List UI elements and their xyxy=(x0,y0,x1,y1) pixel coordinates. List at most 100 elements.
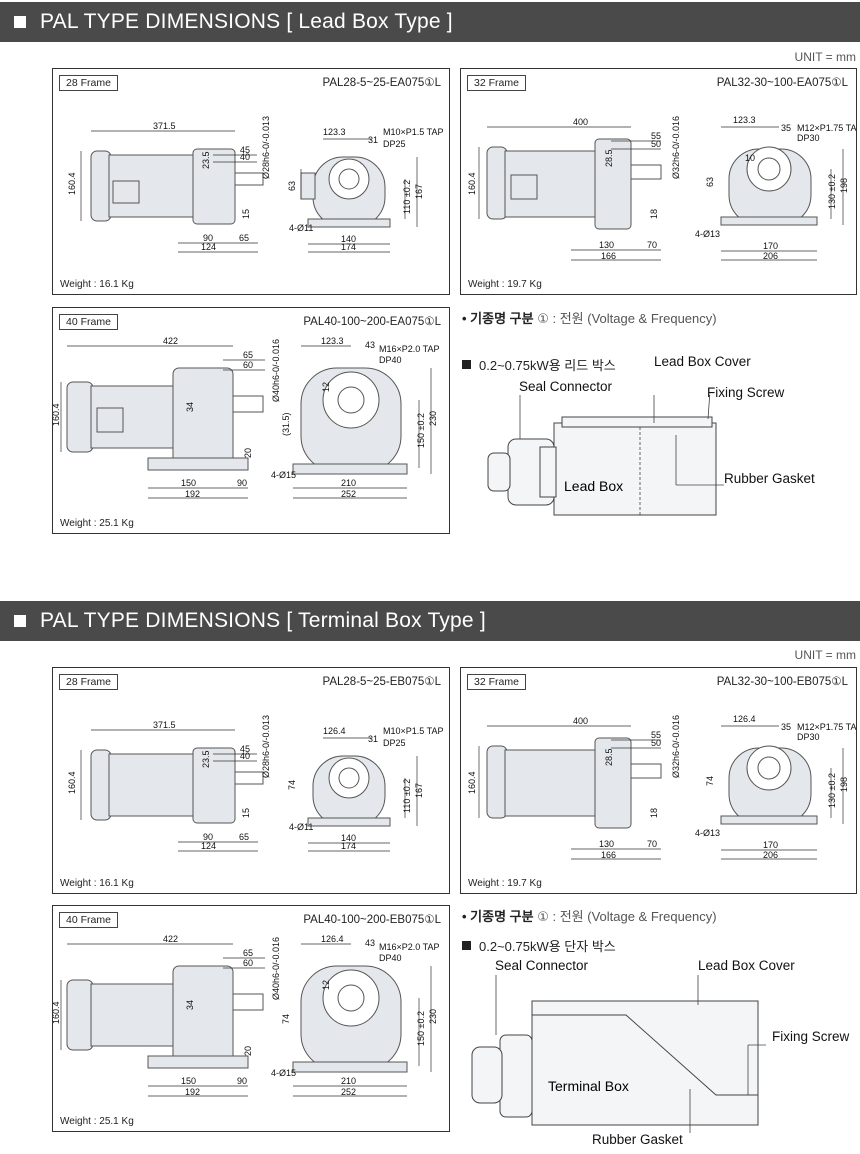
panel-40-frame: 40 Frame PAL40-100~200-EA075①L 422 65 60… xyxy=(52,307,450,534)
callout-fixing-screw: Fixing Screw xyxy=(707,385,785,400)
dim-height: 160.4 xyxy=(67,771,77,794)
note-rest: : 전원 (Voltage & Frequency) xyxy=(552,909,717,924)
dimension-drawing: 422 65 60 34 Ø40h6-0/-0.016 160.4 20 150… xyxy=(53,934,439,1097)
dim-tap: M16×P2.0 TAP xyxy=(379,942,439,952)
dimension-drawing: 400 55 50 28.5 Ø32h6-0/-0.016 160.4 18 1… xyxy=(467,714,856,860)
panel-28-frame: 28 Frame PAL28-5~25-EB075①L 371.5 45 40 … xyxy=(52,667,450,894)
dim-length: 400 xyxy=(573,117,588,127)
model-note: • 기종명 구분 ① : 전원 (Voltage & Frequency) xyxy=(462,906,717,925)
dim-length: 371.5 xyxy=(153,720,176,730)
square-bullet-icon xyxy=(462,360,471,369)
panel-28-frame: 28 Frame PAL28-5~25-EA075①L 371.5 45 40 … xyxy=(52,68,450,295)
dim-shaft: Ø28h6-0/-0.013 xyxy=(261,715,271,778)
dim-74: 74 xyxy=(281,1014,291,1024)
dim-170: 170 xyxy=(763,241,778,251)
dim-55: 55 xyxy=(651,730,661,740)
dim-dp: DP40 xyxy=(379,953,402,963)
terminal-box-drawing: Terminal Box xyxy=(471,975,766,1133)
section-header-terminal-box: PAL TYPE DIMENSIONS [ Terminal Box Type … xyxy=(0,601,860,641)
unit-label: UNIT = mm xyxy=(794,648,856,662)
dimension-drawing: 371.5 45 40 23.5 Ø28h6-0/-0.013 160.4 15… xyxy=(67,715,443,852)
callout-rubber-gasket: Rubber Gasket xyxy=(724,471,815,486)
dim-dp: DP30 xyxy=(797,732,820,742)
dim-35: 35 xyxy=(781,722,791,732)
dim-10: 10 xyxy=(745,153,755,163)
dim-43: 43 xyxy=(365,340,375,350)
panel-40-frame: 40 Frame PAL40-100~200-EB075①L 422 65 60… xyxy=(52,905,450,1132)
dimension-drawing: 400 55 50 28.5 Ø32h6-0/-0.016 160.4 18 1… xyxy=(467,115,856,261)
dim-130h: 130 ±0.2 xyxy=(827,174,837,209)
dim-198: 198 xyxy=(839,777,849,792)
callout-lead-box-cover: Lead Box Cover xyxy=(654,354,751,369)
dim-174: 174 xyxy=(341,242,356,252)
model-note: • 기종명 구분 ① : 전원 (Voltage & Frequency) xyxy=(462,308,717,327)
dim-60: 60 xyxy=(243,360,253,370)
dim-height: 160.4 xyxy=(53,1001,61,1024)
dimension-drawing: 371.5 45 40 23.5 Ø28h6-0/-0.013 160.4 15… xyxy=(67,116,443,253)
callout-fixing-screw: Fixing Screw xyxy=(772,1029,850,1044)
dim-hole: 4-Ø11 xyxy=(289,822,313,832)
note-circle: ① xyxy=(537,311,549,326)
dim-15: 15 xyxy=(241,209,251,219)
dim-252: 252 xyxy=(341,1087,356,1097)
dim-length: 400 xyxy=(573,716,588,726)
note-circle: ① xyxy=(537,909,549,924)
dim-width: 123.3 xyxy=(323,127,346,137)
model-code: PAL28-5~25-EB075①L xyxy=(322,676,441,688)
dim-length: 422 xyxy=(163,934,178,944)
dim-40: 40 xyxy=(240,152,250,162)
square-bullet-icon xyxy=(14,615,26,627)
dim-192: 192 xyxy=(185,489,200,499)
dim-23-5: 23.5 xyxy=(201,750,211,768)
dim-230: 230 xyxy=(428,1009,438,1024)
dim-shaft: Ø40h6-0/-0.016 xyxy=(271,339,281,402)
dim-28-5: 28.5 xyxy=(604,748,614,766)
dim-width: 126.4 xyxy=(733,714,756,724)
dim-110: 110 ±0.2 xyxy=(402,779,412,813)
dim-130: 130 xyxy=(599,240,614,250)
dim-65: 65 xyxy=(239,832,249,842)
dim-18: 18 xyxy=(649,209,659,219)
dim-140: 140 xyxy=(341,833,356,843)
dim-dp: DP30 xyxy=(797,133,820,143)
frame-tag: 40 Frame xyxy=(59,912,118,928)
dim-150: 150 xyxy=(181,1076,196,1086)
weight-label: Weight : 19.7 Kg xyxy=(468,878,542,889)
dim-50: 50 xyxy=(651,139,661,149)
dim-63: 63 xyxy=(287,181,297,191)
note-rest: : 전원 (Voltage & Frequency) xyxy=(552,311,717,326)
dim-length: 371.5 xyxy=(153,121,176,131)
dim-31-5: (31.5) xyxy=(281,412,291,436)
dim-35: 35 xyxy=(781,123,791,133)
dim-150h: 150 ±0.2 xyxy=(416,1011,426,1046)
dim-tap: M10×P1.5 TAP xyxy=(383,127,443,137)
dim-110: 110 ±0.2 xyxy=(402,180,412,214)
box-label: Terminal Box xyxy=(548,1078,629,1094)
note-prefix: • 기종명 구분 xyxy=(462,909,534,924)
callout-seal-connector: Seal Connector xyxy=(495,958,589,973)
dim-45: 45 xyxy=(240,145,250,155)
dim-210: 210 xyxy=(341,1076,356,1086)
frame-tag: 28 Frame xyxy=(59,75,118,91)
dim-15: 15 xyxy=(241,808,251,818)
dim-34: 34 xyxy=(185,1000,195,1010)
dim-65: 65 xyxy=(243,948,253,958)
dim-23-5: 23.5 xyxy=(201,151,211,169)
dim-65: 65 xyxy=(239,233,249,243)
dim-hole: 4-Ø15 xyxy=(271,470,296,480)
dim-198: 198 xyxy=(839,178,849,193)
dim-170: 170 xyxy=(763,840,778,850)
dim-90: 90 xyxy=(203,832,213,842)
section-title: PAL TYPE DIMENSIONS [ Lead Box Type ] xyxy=(40,10,453,33)
dim-74: 74 xyxy=(287,780,297,790)
unit-label: UNIT = mm xyxy=(794,50,856,64)
dim-width: 126.4 xyxy=(321,934,344,944)
dim-18: 18 xyxy=(649,808,659,818)
dim-34: 34 xyxy=(185,402,195,412)
dim-166: 166 xyxy=(601,251,616,261)
subhead-text: 0.2~0.75kW용 단자 박스 xyxy=(479,939,616,954)
dim-90: 90 xyxy=(237,1076,247,1086)
dim-28-5: 28.5 xyxy=(604,149,614,167)
weight-label: Weight : 25.1 Kg xyxy=(60,518,134,529)
dim-hole: 4-Ø13 xyxy=(695,229,720,239)
